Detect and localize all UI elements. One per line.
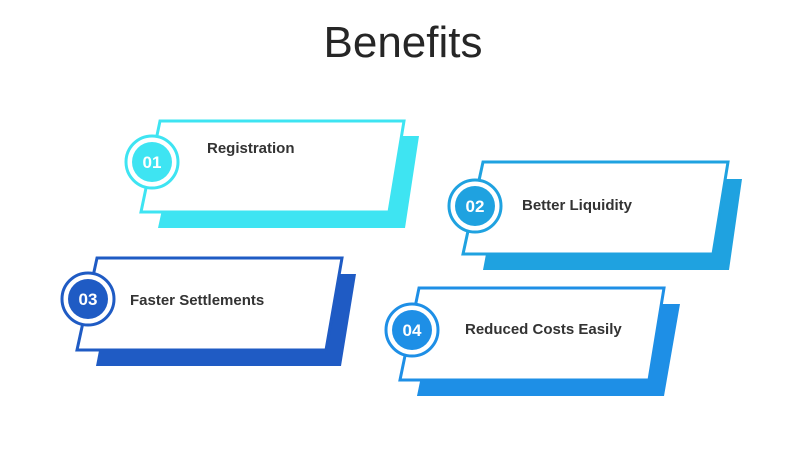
benefit-card-4: 04 Reduced Costs Easily <box>384 286 680 396</box>
card-3-number: 03 <box>79 290 98 309</box>
card-2-number: 02 <box>466 197 485 216</box>
card-4-label: Reduced Costs Easily <box>465 321 622 338</box>
benefit-card-3: 03 Faster Settlements <box>60 256 356 366</box>
card-2-badge <box>455 186 495 226</box>
benefit-card-1: 01 Registration <box>124 119 419 228</box>
card-4-badge <box>392 310 432 350</box>
card-3-badge <box>68 279 108 319</box>
card-1-label: Registration <box>207 140 295 157</box>
card-4-number: 04 <box>403 321 422 340</box>
card-1-frame <box>139 119 406 214</box>
page-title: Benefits <box>323 18 483 67</box>
card-2-label: Better Liquidity <box>522 197 633 214</box>
card-1-badge <box>132 142 172 182</box>
benefit-card-2: 02 Better Liquidity <box>447 160 742 270</box>
card-1-number: 01 <box>143 153 162 172</box>
card-3-label: Faster Settlements <box>130 292 264 309</box>
